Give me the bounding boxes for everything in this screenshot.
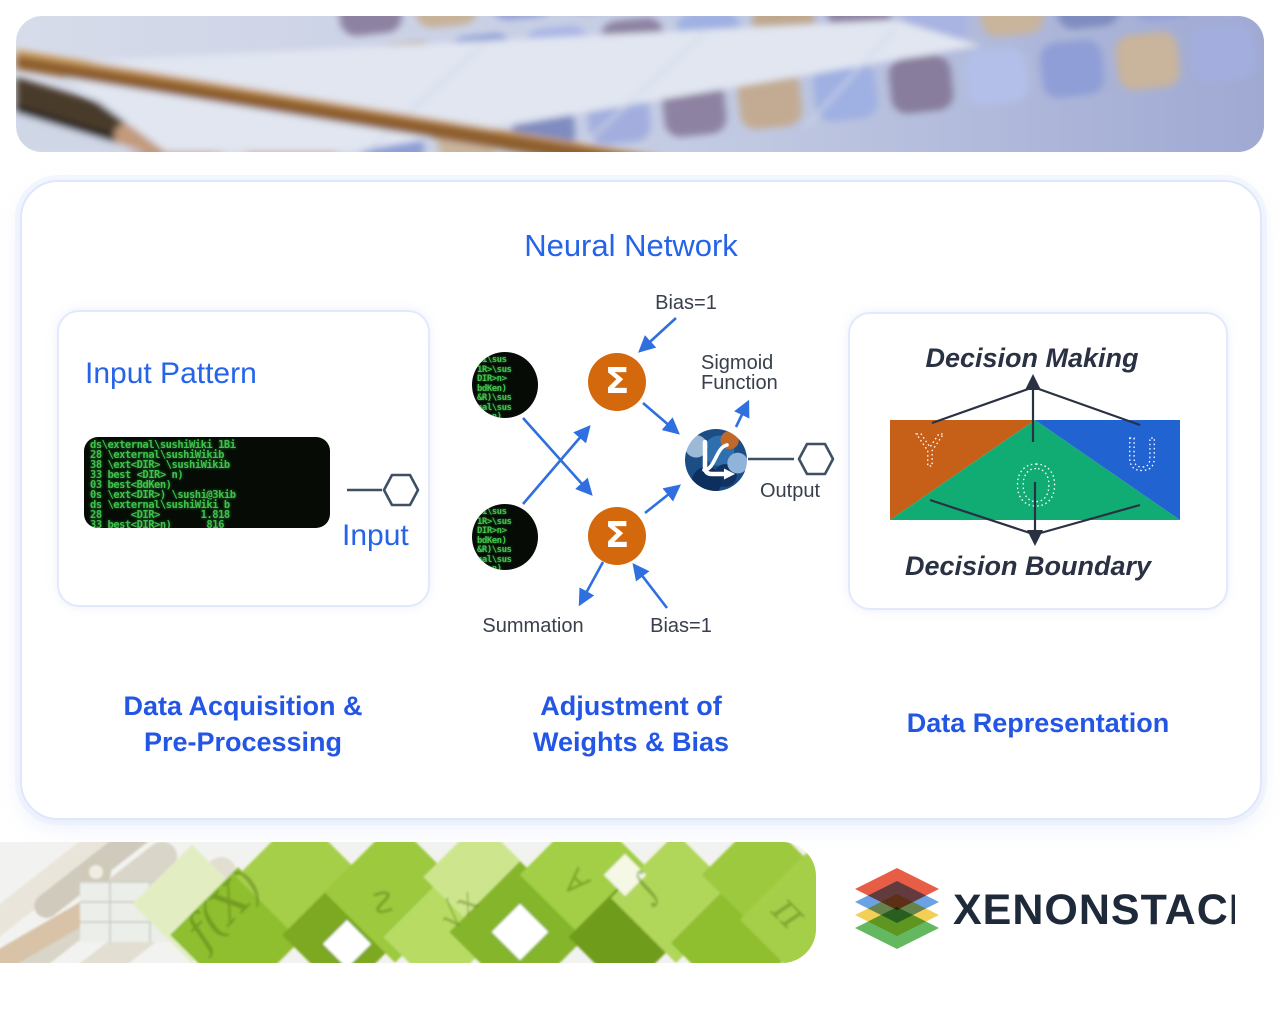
input-label: Input [342, 519, 409, 552]
math-notes-art: f(X) ∿ √x ∀ ∫ π [0, 842, 816, 963]
sticky-notes [132, 842, 816, 963]
bias-bottom-label: Bias=1 [650, 615, 712, 637]
input-node-2: a1\sus 1R>\sus DIR>n> bdKen) &R)\sus nal… [472, 504, 538, 570]
output-label: Output [759, 480, 821, 502]
input-node-1: a1\sus 1R>\sus DIR>n> bdKen) &R)\sus nal… [472, 352, 538, 418]
xenonstack-logo-art: XENONSTACK [855, 868, 1235, 949]
summation-node-2: Σ [588, 507, 646, 565]
xenonstack-logo-icon [855, 868, 939, 949]
sigmoid-activation-node [685, 429, 747, 491]
xenonstack-logo: XENONSTACK [853, 866, 1235, 950]
node-matrix-text: a1\sus 1R>\sus DIR>n> bdKen) &R)\sus nal… [477, 355, 512, 418]
decision-making-label: Decision Making [925, 343, 1139, 373]
xenonstack-wordmark: XENONSTACK [953, 886, 1235, 934]
bias-top-label: Bias=1 [655, 292, 717, 314]
diagram-title: Neural Network [524, 228, 738, 263]
node-matrix-text: a1\sus 1R>\sus DIR>n> bdKen) &R)\sus nal… [477, 507, 512, 570]
caption-data-representation: Data Representation [906, 708, 1170, 738]
sigmoid-function-label: Sigmoid Function [701, 352, 778, 394]
summation-node-1: Σ [588, 353, 646, 411]
input-pattern-matrix-image: ds\external\sushiWiki 1Bi 28 \external\s… [84, 437, 330, 528]
math-notes-photo: f(X) ∿ √x ∀ ∫ π [0, 842, 816, 963]
keyboard-photo-art [16, 16, 1264, 152]
decision-boundary-label: Decision Boundary [904, 551, 1152, 581]
caption-adjustment-weights: Adjustment of Weights & Bias [532, 691, 730, 757]
input-pattern-title: Input Pattern [85, 357, 257, 390]
keyboard-photo-banner [16, 16, 1264, 152]
matrix-text: ds\external\sushiWiki 1Bi 28 \external\s… [90, 439, 236, 528]
sigmoid-curve-icon [702, 439, 735, 480]
summation-label: Summation [482, 615, 584, 637]
light-plane [46, 19, 981, 152]
lower-plane [16, 112, 146, 152]
caption-data-acquisition: Data Acquisition & Pre-Processing [123, 691, 363, 757]
